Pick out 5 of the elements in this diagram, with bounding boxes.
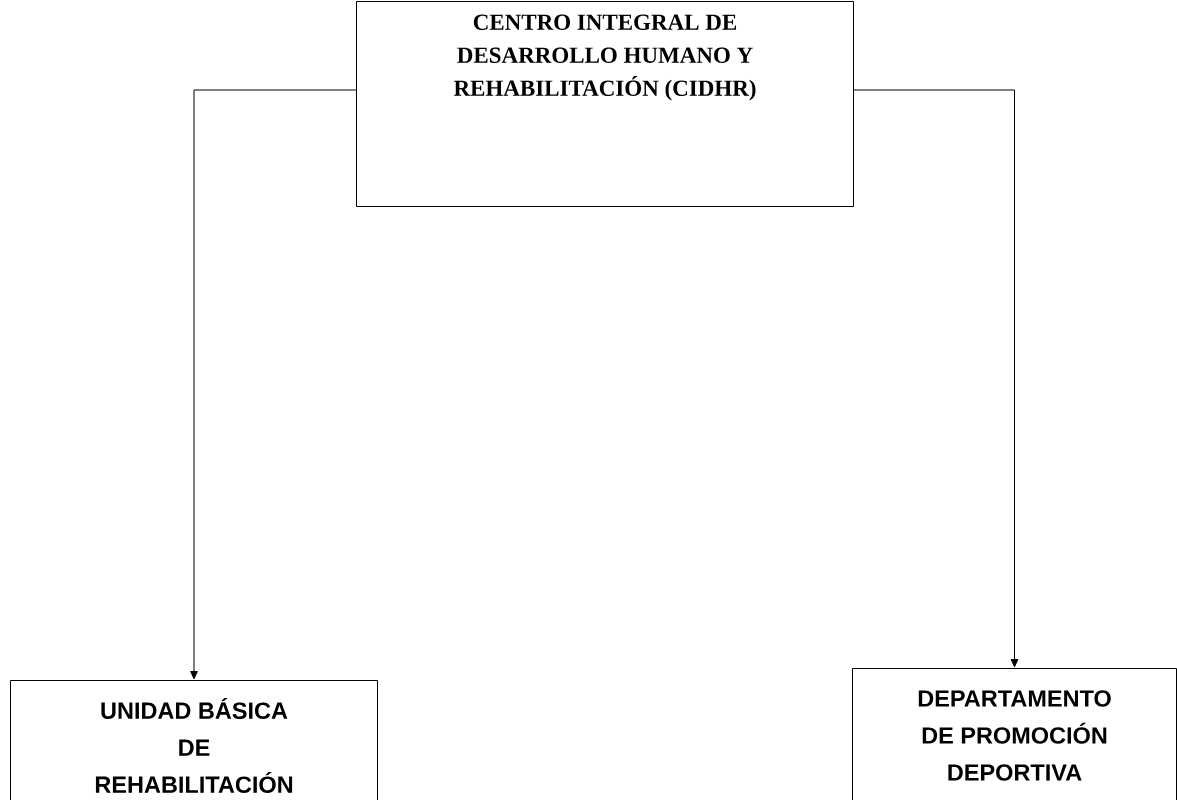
org-box: CENTRO INTEGRAL DE DESARROLLO HUMANO Y REHABILITACIÓN (CIDHR) xyxy=(356,1,854,207)
unit-box: UNIDAD BÁSICA DE REHABILITACIÓN xyxy=(10,680,378,800)
arrow xyxy=(190,89,357,680)
department-box: DEPARTAMENTO DE PROMOCIÓN DEPORTIVA xyxy=(852,668,1177,800)
arrow xyxy=(853,89,1019,668)
